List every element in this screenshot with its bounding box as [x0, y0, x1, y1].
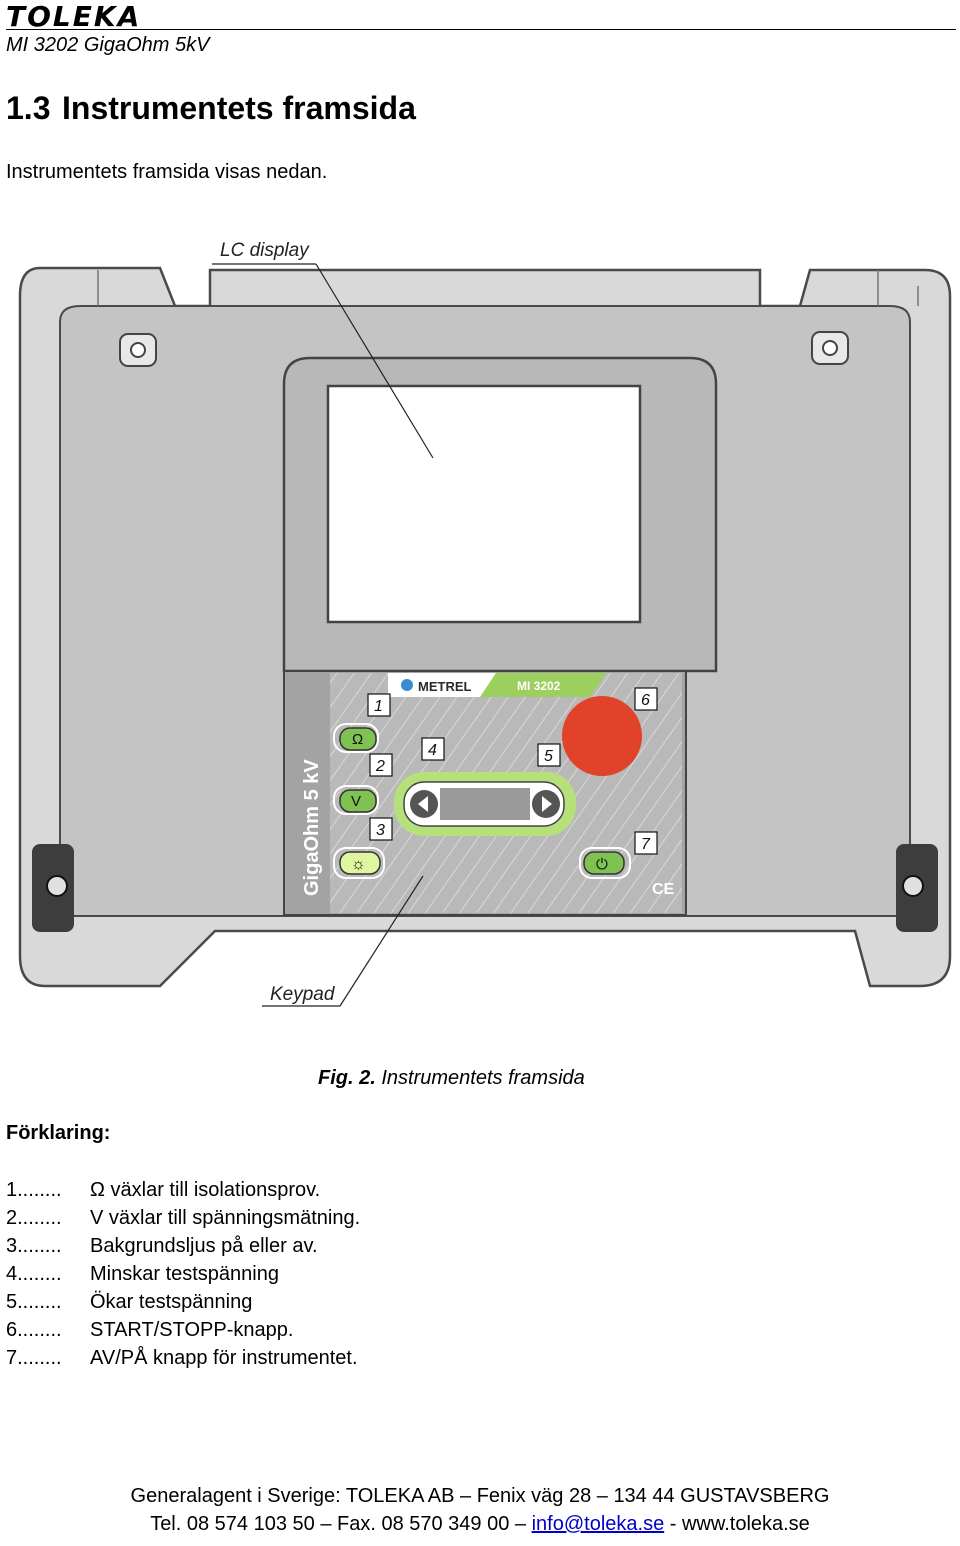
volt-symbol: V: [351, 793, 361, 810]
key-number-1: 1: [374, 698, 383, 715]
figure-caption-text: Instrumentets framsida: [381, 1067, 585, 1089]
email-link[interactable]: info@toleka.se: [531, 1513, 665, 1535]
arrow-keypad: [394, 772, 576, 836]
legend-item: 7........ AV/PÅ knapp för instrumentet.: [6, 1346, 360, 1374]
instrument-front-figure: METREL MI 3202 GigaOhm 5 kV 1 2 3 4 5 6 …: [18, 240, 952, 1007]
footer-website: - www.toleka.se: [664, 1513, 810, 1535]
legend-heading: Förklaring:: [6, 1122, 111, 1144]
ce-mark: CE: [652, 881, 675, 898]
legend-item-number: 6........: [6, 1319, 62, 1341]
metrel-logo: METREL: [418, 679, 472, 694]
legend-item-number: 5........: [6, 1291, 62, 1313]
legend-item-text: Ökar testspänning: [90, 1291, 253, 1313]
start-stop-button: [562, 696, 642, 776]
lcd-callout-label: LC display: [220, 240, 310, 261]
legend-item: 2........ V växlar till spänningsmätning.: [6, 1206, 360, 1234]
intro-text: Instrumentets framsida visas nedan.: [6, 161, 328, 183]
legend-item-number: 3........: [6, 1235, 62, 1257]
key-number-3: 3: [376, 822, 385, 839]
backlight-key: ☼: [333, 847, 385, 879]
legend-item: 4........ Minskar testspänning: [6, 1262, 360, 1290]
key-number-2: 2: [375, 758, 385, 775]
figure-caption-prefix: Fig. 2.: [318, 1067, 376, 1089]
legend-list: 1........ Ω växlar till isolationsprov. 2…: [6, 1178, 360, 1374]
header-rule: [6, 29, 956, 30]
section-title: Instrumentets framsida: [62, 90, 416, 126]
legend-item-text: AV/PÅ knapp för instrumentet.: [90, 1347, 358, 1369]
legend-item-number: 1........: [6, 1179, 62, 1201]
footer-phone-fax: Tel. 08 574 103 50 – Fax. 08 570 349 00 …: [150, 1513, 532, 1535]
ohm-key: Ω: [333, 723, 379, 753]
legend-item-text: Minskar testspänning: [90, 1263, 279, 1285]
power-icon: ⏻: [596, 856, 608, 873]
keypad-callout-label: Keypad: [270, 984, 336, 1005]
legend-item-text: START/STOPP-knapp.: [90, 1319, 294, 1341]
ohm-symbol: Ω: [352, 731, 363, 748]
key-number-7: 7: [641, 836, 651, 853]
key-number-4: 4: [428, 742, 437, 759]
lc-display: [326, 384, 642, 624]
key-number-6: 6: [641, 692, 650, 709]
power-key: ⏻: [579, 847, 631, 879]
gigaohm-side-label: GigaOhm 5 kV: [301, 759, 323, 896]
section-number: 1.3: [6, 90, 51, 126]
legend-item: 1........ Ω växlar till isolationsprov.: [6, 1178, 360, 1206]
legend-item: 5........ Ökar testspänning: [6, 1290, 360, 1318]
legend-item-number: 4........: [6, 1263, 62, 1285]
legend-item-text: Bakgrundsljus på eller av.: [90, 1235, 318, 1257]
legend-item-text: Ω växlar till isolationsprov.: [90, 1179, 321, 1201]
legend-item: 3........ Bakgrundsljus på eller av.: [6, 1234, 360, 1262]
backlight-icon: ☼: [351, 856, 366, 873]
toleka-logo: TOLEKA: [6, 0, 142, 33]
document-title: MI 3202 GigaOhm 5kV: [6, 34, 210, 56]
footer-address: Generalagent i Sverige: TOLEKA AB – Feni…: [130, 1485, 830, 1507]
model-label: MI 3202: [517, 679, 561, 693]
legend-item-text: V växlar till spänningsmätning.: [90, 1207, 361, 1229]
footer-contact: Tel. 08 574 103 50 – Fax. 08 570 349 00 …: [0, 1512, 960, 1536]
section-heading: 1.3 Instrumentets framsida: [6, 88, 416, 128]
volt-key: V: [333, 785, 379, 815]
legend-item-number: 7........: [6, 1347, 62, 1369]
legend-item-number: 2........: [6, 1207, 62, 1229]
legend-item: 6........ START/STOPP-knapp.: [6, 1318, 360, 1346]
key-number-5: 5: [544, 748, 553, 765]
figure-caption: Fig. 2. Instrumentets framsida: [318, 1066, 585, 1090]
